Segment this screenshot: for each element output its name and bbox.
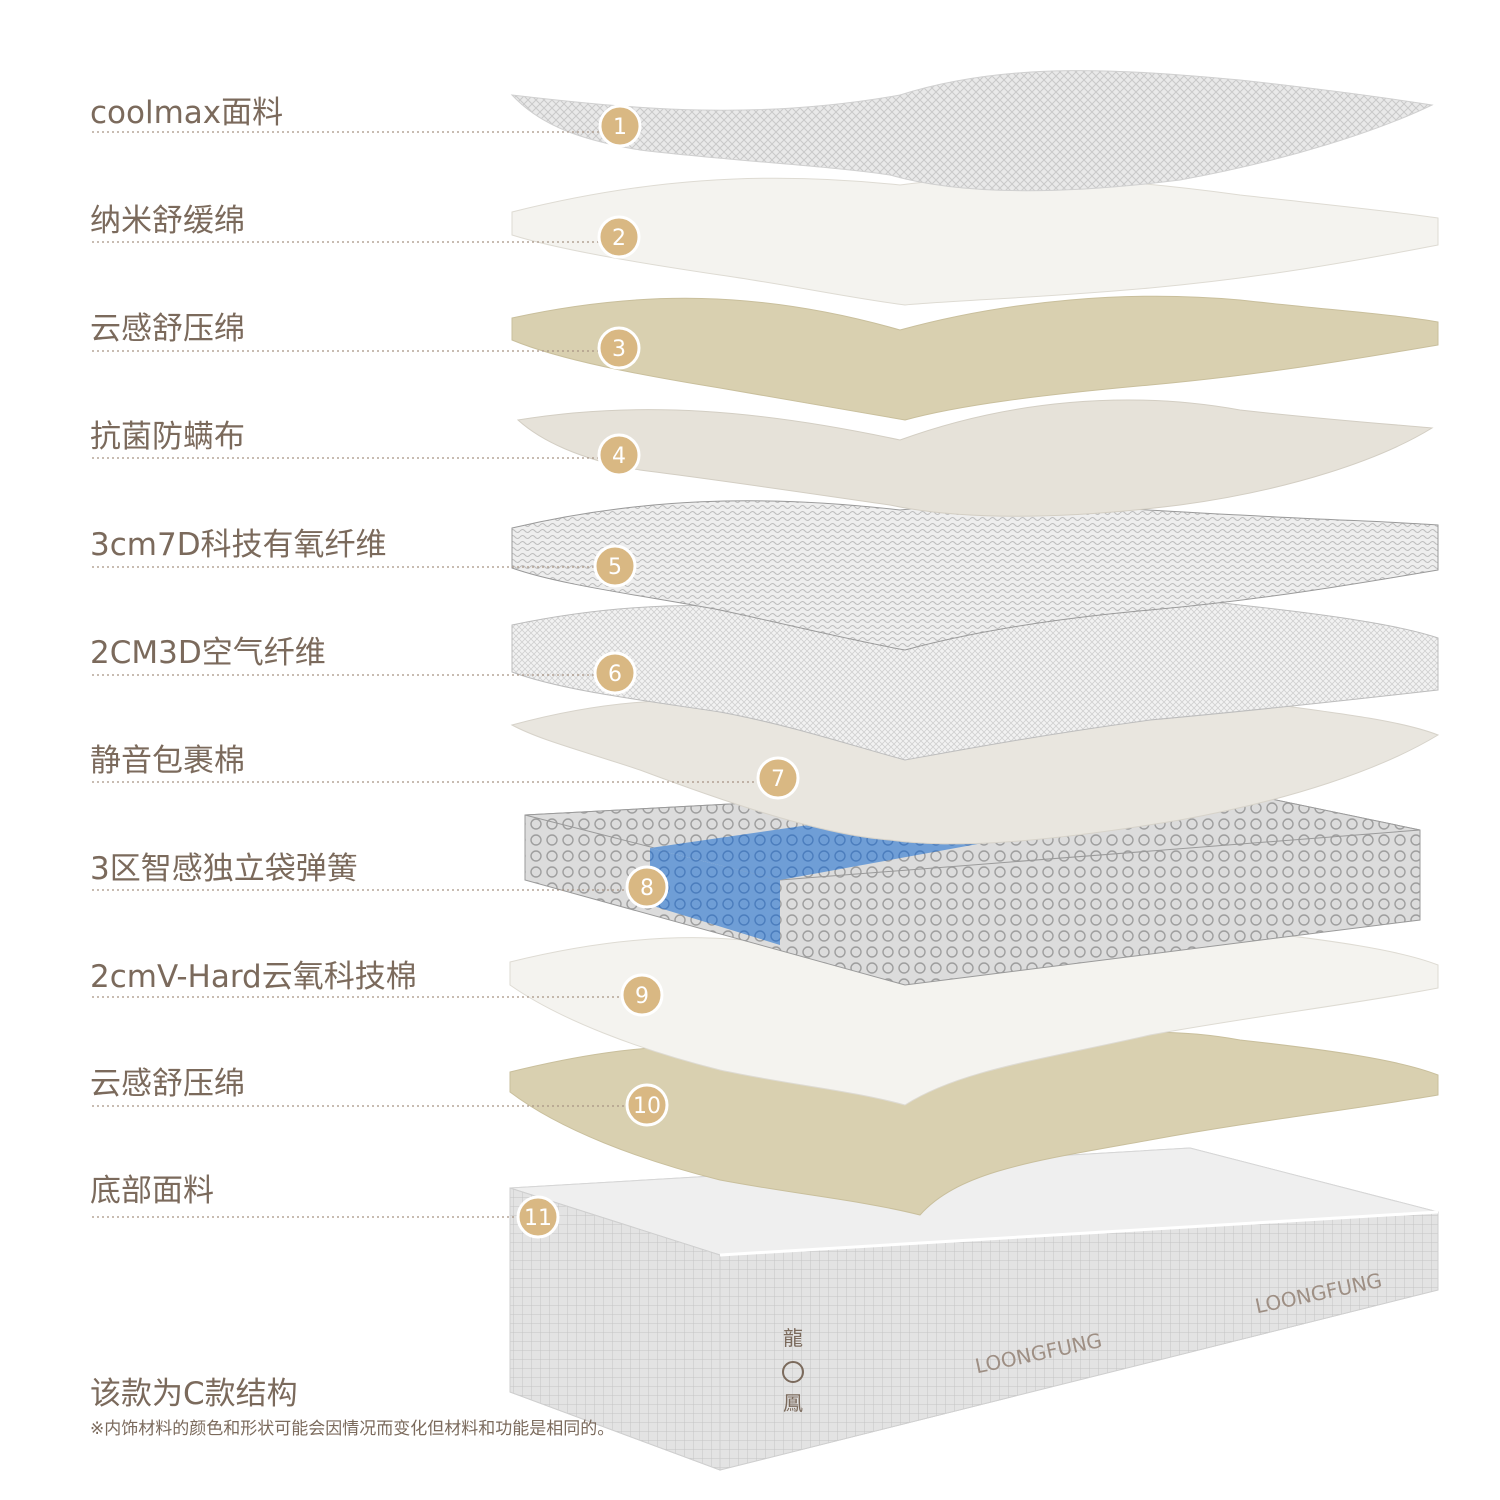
- number-badge-text: 5: [608, 555, 622, 580]
- number-badge-text: 3: [612, 337, 626, 362]
- number-badge: [598, 104, 642, 148]
- layer-callout-6: 2CM3D空气纤维 6: [90, 635, 637, 695]
- layer-label: 底部面料: [90, 1173, 214, 1209]
- number-badge-text: 4: [612, 444, 626, 469]
- number-badge-text: 9: [635, 984, 649, 1009]
- layer-label: 抗菌防螨布: [90, 419, 245, 455]
- layer-callout-4: 抗菌防螨布 4: [90, 419, 641, 477]
- layer-label: 纳米舒缓绵: [90, 203, 245, 239]
- layer-callout-5: 3cm7D科技有氧纤维 5: [90, 527, 637, 588]
- layer-2-shape: [511, 177, 1439, 306]
- number-badge: [593, 544, 637, 588]
- number-badge: [516, 1195, 560, 1239]
- number-badge: [593, 651, 637, 695]
- disclaimer-note: ※内饰材料的颜色和形状可能会因情况而变化但材料和功能是相同的。: [90, 1419, 615, 1439]
- number-badge: [756, 756, 800, 800]
- structure-caption: 该款为C款结构: [90, 1376, 298, 1412]
- seal-bottom-char: 鳳: [783, 1391, 803, 1415]
- layer-label: 2CM3D空气纤维: [90, 635, 326, 671]
- number-badge-text: 2: [612, 226, 626, 251]
- layer-callout-8: 3区智感独立袋弹簧 8: [90, 851, 669, 909]
- number-badge-text: 7: [771, 767, 785, 792]
- layer-11-base-mattress: [509, 1147, 1439, 1471]
- layer-callout-2: 纳米舒缓绵 2: [90, 203, 641, 259]
- layer-callout-7: 静音包裹棉 7: [90, 743, 800, 800]
- number-badge: [597, 215, 641, 259]
- layer-4-shape: [516, 399, 1434, 517]
- layer-label: 3cm7D科技有氧纤维: [90, 527, 387, 563]
- layer-label: 2cmV-Hard云氧科技棉: [90, 959, 417, 995]
- seal-top-char: 龍: [783, 1326, 803, 1350]
- layer-label: 云感舒压绵: [90, 311, 245, 347]
- layer-label: 云感舒压绵: [90, 1066, 245, 1102]
- number-badge: [597, 433, 641, 477]
- layer-callout-10: 云感舒压绵 10: [90, 1066, 669, 1127]
- brand-seal: 龍 鳳: [782, 1326, 804, 1415]
- layer-callout-1: coolmax面料 1: [90, 95, 642, 148]
- layer-3-shape: [511, 295, 1439, 421]
- number-badge-text: 1: [613, 115, 627, 140]
- number-badge: [620, 973, 664, 1017]
- number-badge-text: 8: [640, 876, 654, 901]
- layer-callout-11: 底部面料 11: [90, 1173, 560, 1239]
- number-badge-text: 11: [524, 1206, 552, 1231]
- layer-callout-3: 云感舒压绵 3: [90, 311, 641, 370]
- layer-label: 静音包裹棉: [90, 743, 245, 779]
- number-badge: [625, 865, 669, 909]
- layer-callout-9: 2cmV-Hard云氧科技棉 9: [90, 959, 664, 1017]
- layer-1-shape: [510, 70, 1434, 192]
- number-badge: [597, 326, 641, 370]
- seal-emblem: [782, 1361, 804, 1383]
- layer-label: 3区智感独立袋弹簧: [90, 851, 358, 887]
- number-badge-text: 6: [608, 662, 622, 687]
- layer-5-shape: [511, 500, 1439, 651]
- number-badge: [625, 1083, 669, 1127]
- number-badge-text: 10: [633, 1094, 661, 1119]
- layer-label: coolmax面料: [90, 95, 283, 131]
